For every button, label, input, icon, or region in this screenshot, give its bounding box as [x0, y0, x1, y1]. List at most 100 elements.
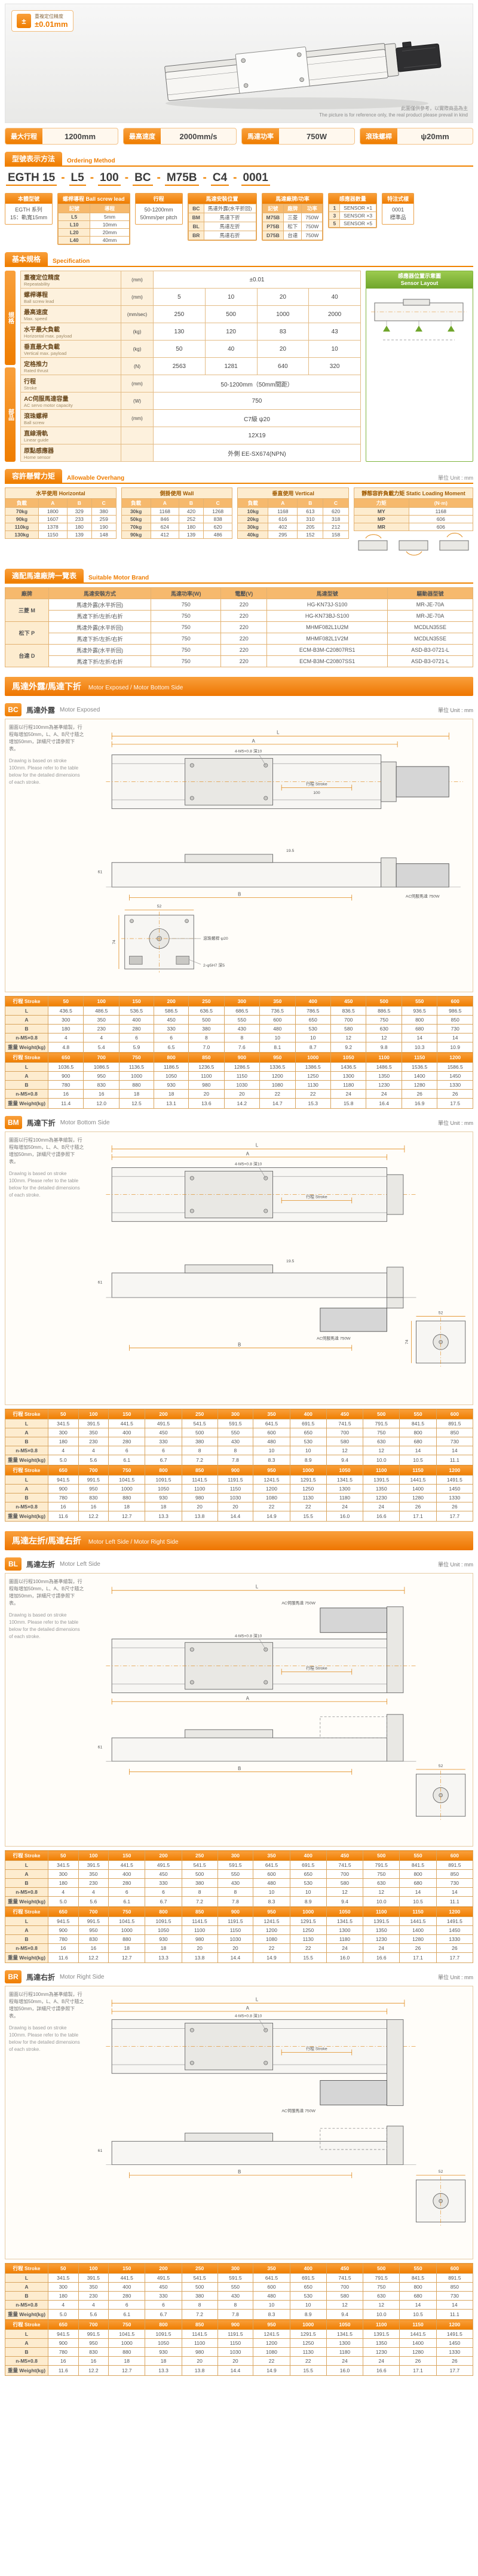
- table-cell: 836.5: [330, 1006, 367, 1016]
- table-cell: 850: [437, 1015, 473, 1025]
- table-cell: 6.1: [108, 1896, 146, 1907]
- table-cell: 16.6: [363, 1952, 400, 1963]
- badge-value: 1200mm: [64, 131, 96, 141]
- table-cell: 591.5: [217, 1419, 254, 1428]
- table-cell: 4: [83, 1033, 120, 1042]
- table-cell: 1130: [295, 1080, 332, 1090]
- table-cell: 10: [253, 1887, 290, 1897]
- legend-line: 0001: [392, 207, 405, 213]
- table-cell: 12: [326, 2300, 364, 2310]
- table-cell: 850: [436, 1428, 474, 1437]
- table-cell: 1150: [217, 1925, 254, 1935]
- table-header-cell: 750: [108, 2319, 146, 2330]
- spec-badges: 最大行程 1200mm 最高速度 2000mm/s 馬達功率 750W 滾珠螺桿…: [5, 128, 473, 145]
- table-cell: 750: [363, 2282, 400, 2292]
- table-cell: 18: [145, 1502, 182, 1511]
- spec-value-cell: 5: [153, 288, 206, 306]
- table-cell: 1091.5: [145, 1475, 182, 1485]
- table-cell: 730: [436, 1437, 474, 1446]
- table-header-cell: 600: [436, 2263, 474, 2274]
- unit-label: 單位 Unit : mm: [437, 707, 473, 713]
- table-cell: 1386.5: [295, 1062, 332, 1072]
- table-cell: 20mm: [90, 228, 130, 237]
- table-cell: 1200: [259, 1071, 296, 1081]
- table-header-cell: 950: [259, 1052, 296, 1063]
- table-cell: 691.5: [289, 2273, 327, 2283]
- dim-label-l: L: [256, 1997, 259, 2002]
- table-header-cell: 300: [217, 2263, 254, 2274]
- dim-row-label: 重量 Weight(kg): [5, 1896, 48, 1907]
- badge-label: 最大行程: [5, 128, 42, 144]
- table-header-cell: 1150: [399, 1465, 437, 1476]
- table-cell: 16: [48, 2356, 79, 2366]
- spec-label-zh: 垂直最大負載: [24, 344, 60, 351]
- overhang-table-name: 側掛使用 Wall: [121, 487, 233, 498]
- table-cell: 500: [181, 1869, 218, 1879]
- table-cell: 1391.5: [363, 1916, 400, 1926]
- table-cell: 1250: [289, 1484, 327, 1494]
- table-cell: 馬達左折: [203, 222, 256, 231]
- table-cell: 12: [326, 1887, 364, 1897]
- code-separator: -: [61, 171, 65, 184]
- table-cell: 12: [363, 2300, 400, 2310]
- table-cell: 1230: [363, 1934, 400, 1944]
- spec-label-en: Home sensor: [24, 455, 51, 460]
- table-row: 記號導程: [58, 204, 130, 213]
- unit-label: 單位 Unit : mm: [437, 1974, 473, 1980]
- table-cell: 22: [289, 1502, 327, 1511]
- table-cell: 9.8: [366, 1042, 402, 1053]
- table-cell: 12.2: [78, 1511, 109, 1522]
- badge-max-stroke: 最大行程 1200mm: [5, 128, 118, 145]
- table-cell: 1250: [295, 1071, 332, 1081]
- code-seg-body: EGTH 15: [6, 171, 57, 186]
- table-cell: ECM-B3M-C20807SS1: [266, 655, 388, 667]
- table-cell: 18: [108, 2356, 146, 2366]
- spec-value-cell: 500: [204, 305, 258, 323]
- dimension-drawing-bc: L A 4-M5×0.8 深10 行程 Stroke 100: [98, 729, 464, 973]
- table-header-cell: 150: [118, 996, 155, 1007]
- dim-row-label: 重量 Weight(kg): [5, 1042, 48, 1053]
- table-cell: 1100: [188, 1071, 225, 1081]
- table-cell: 220: [220, 644, 268, 656]
- table-cell: 880: [118, 1080, 155, 1090]
- dim-row-label: A: [5, 1925, 48, 1935]
- table-cell: 941.5: [48, 2329, 79, 2339]
- table-cell: 930: [145, 2347, 182, 2357]
- table-cell: 30kg: [237, 523, 269, 531]
- table-cell: 18: [145, 1943, 182, 1953]
- table-cell: 441.5: [108, 2273, 146, 2283]
- table-header-cell: 650: [48, 2319, 79, 2330]
- ordering-title-en: Ordering Method: [67, 158, 115, 164]
- table-cell: 26: [436, 1943, 474, 1953]
- table-header-cell: 1100: [363, 2319, 400, 2330]
- unit-label: 單位 Unit : mm: [437, 1561, 473, 1568]
- section-bar-left-right: 馬達左折/馬達右折 Motor Left Side / Motor Right …: [5, 1531, 473, 1550]
- table-cell: 16: [47, 1089, 84, 1099]
- catalog-page: ± 重複定位精度 ±0.01mm: [5, 4, 474, 2376]
- table-header-cell: A: [268, 498, 298, 508]
- brand-title-zh: 適配馬達廠牌一覽表: [5, 569, 84, 582]
- table-cell: 8.1: [259, 1042, 296, 1053]
- table-cell: 1030: [223, 1080, 261, 1090]
- table-cell: 480: [259, 1024, 296, 1034]
- table-cell: 1291.5: [289, 1475, 327, 1485]
- code-separator: -: [233, 171, 237, 184]
- table-cell: 1441.5: [399, 1475, 437, 1485]
- table-cell: 500: [181, 2282, 218, 2292]
- table-cell: 941.5: [48, 1916, 79, 1926]
- table-cell: 130kg: [5, 530, 39, 539]
- badge-label: 滾珠螺桿: [360, 128, 397, 144]
- code-separator: -: [90, 171, 94, 184]
- table-cell: 22: [253, 1502, 290, 1511]
